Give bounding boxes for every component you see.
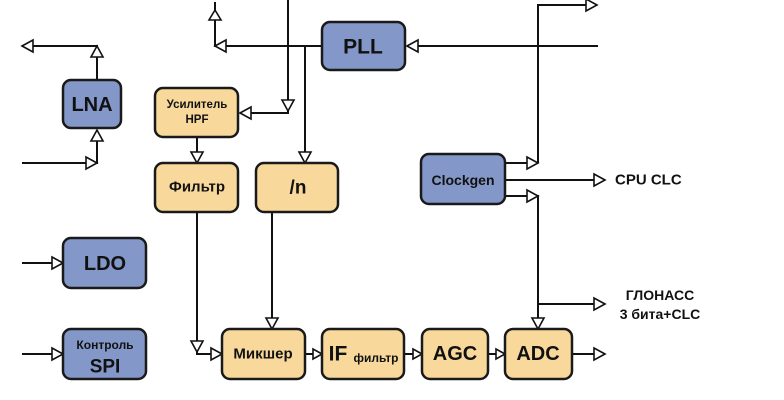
lna-box — [61, 78, 123, 130]
arrow-up-icon — [89, 128, 105, 142]
spi-label: SPI — [90, 357, 121, 378]
clockgen-block: Clockgen — [419, 152, 507, 206]
hpf-amplifier-block: Усилитель HPF — [153, 86, 240, 139]
arrow-right-icon — [51, 346, 65, 362]
filter-to-mixer-line — [196, 212, 222, 355]
arrow-left-icon — [405, 38, 419, 54]
clock-bus-top — [537, 4, 595, 163]
adc-box — [503, 327, 574, 381]
arrow-right-icon — [85, 155, 99, 171]
arrow-down-icon — [297, 151, 313, 165]
cpu-clc-label: CPU CLC — [615, 172, 682, 189]
pll-output-line — [214, 2, 322, 47]
pll-label: PLL — [343, 36, 383, 59]
divider-block: /n — [254, 161, 340, 214]
mixer-box — [220, 327, 307, 381]
arrow-down-icon — [189, 340, 205, 354]
arrowheads — [20, 0, 607, 362]
arrow-right-icon — [210, 346, 224, 362]
glonass-bits-label: 3 бита+CLC — [620, 306, 701, 322]
hpf-control-line — [240, 0, 289, 114]
arrow-right-icon — [495, 347, 507, 361]
arrow-up-icon — [89, 44, 105, 58]
arrow-down-icon — [530, 317, 546, 331]
filter-box — [153, 161, 240, 214]
ldo-box — [61, 236, 148, 290]
arrow-up-icon — [207, 8, 223, 21]
arrow-left-icon — [238, 105, 252, 121]
clockgen-adc-line — [505, 195, 539, 329]
arrow-left-icon — [20, 38, 34, 54]
ldo-label: LDO — [84, 253, 126, 275]
ldo-block: LDO — [61, 236, 148, 290]
arrow-right-icon — [526, 188, 540, 204]
arrow-right-icon — [585, 0, 599, 13]
lna-label: LNA — [71, 94, 112, 116]
arrow-right-icon — [593, 346, 607, 362]
arrow-right-icon — [526, 155, 540, 171]
agc-box — [420, 327, 490, 381]
spi-control-box — [61, 327, 148, 381]
if-filter-sub-label: фильтр — [353, 351, 398, 365]
spi-control-block: Контроль SPI — [61, 327, 148, 381]
arrow-left-icon — [213, 38, 227, 54]
if-filter-box — [320, 327, 406, 381]
arrow-right-icon — [412, 347, 424, 361]
if-filter-block: IF фильтр — [320, 327, 406, 381]
divider-box — [254, 161, 340, 214]
hpf-amplifier-label: Усилитель — [167, 99, 228, 111]
arrow-right-icon — [593, 296, 607, 312]
mixer-block: Микшер — [220, 327, 307, 381]
mixer-label: Микшер — [233, 346, 292, 363]
pll-block: PLL — [320, 20, 407, 72]
spi-control-label: Контроль — [76, 338, 133, 352]
arrow-right-icon — [51, 255, 65, 271]
adc-label: ADC — [516, 343, 559, 365]
arrow-down-icon — [280, 99, 296, 113]
pll-box — [320, 20, 407, 72]
filter-block: Фильтр — [153, 161, 240, 214]
agc-label: AGC — [433, 343, 477, 365]
arrow-down-icon — [189, 151, 205, 165]
arrow-right-icon — [312, 347, 324, 361]
adc-block: ADC — [503, 327, 574, 381]
lna-output-line — [24, 45, 98, 80]
clockgen-label: Clockgen — [431, 172, 494, 188]
arrow-down-icon — [264, 317, 280, 331]
filter-label: Фильтр — [169, 179, 225, 196]
divider-label: /n — [290, 178, 307, 199]
arrow-right-icon — [593, 172, 607, 188]
lna-block: LNA — [61, 78, 123, 130]
if-label: IF — [329, 343, 348, 366]
agc-block: AGC — [420, 327, 490, 381]
clockgen-box — [419, 152, 507, 206]
hpf-amplifier-box — [153, 86, 240, 139]
hpf-label: HPF — [186, 114, 209, 126]
glonass-label: ГЛОНАСС — [626, 287, 694, 303]
